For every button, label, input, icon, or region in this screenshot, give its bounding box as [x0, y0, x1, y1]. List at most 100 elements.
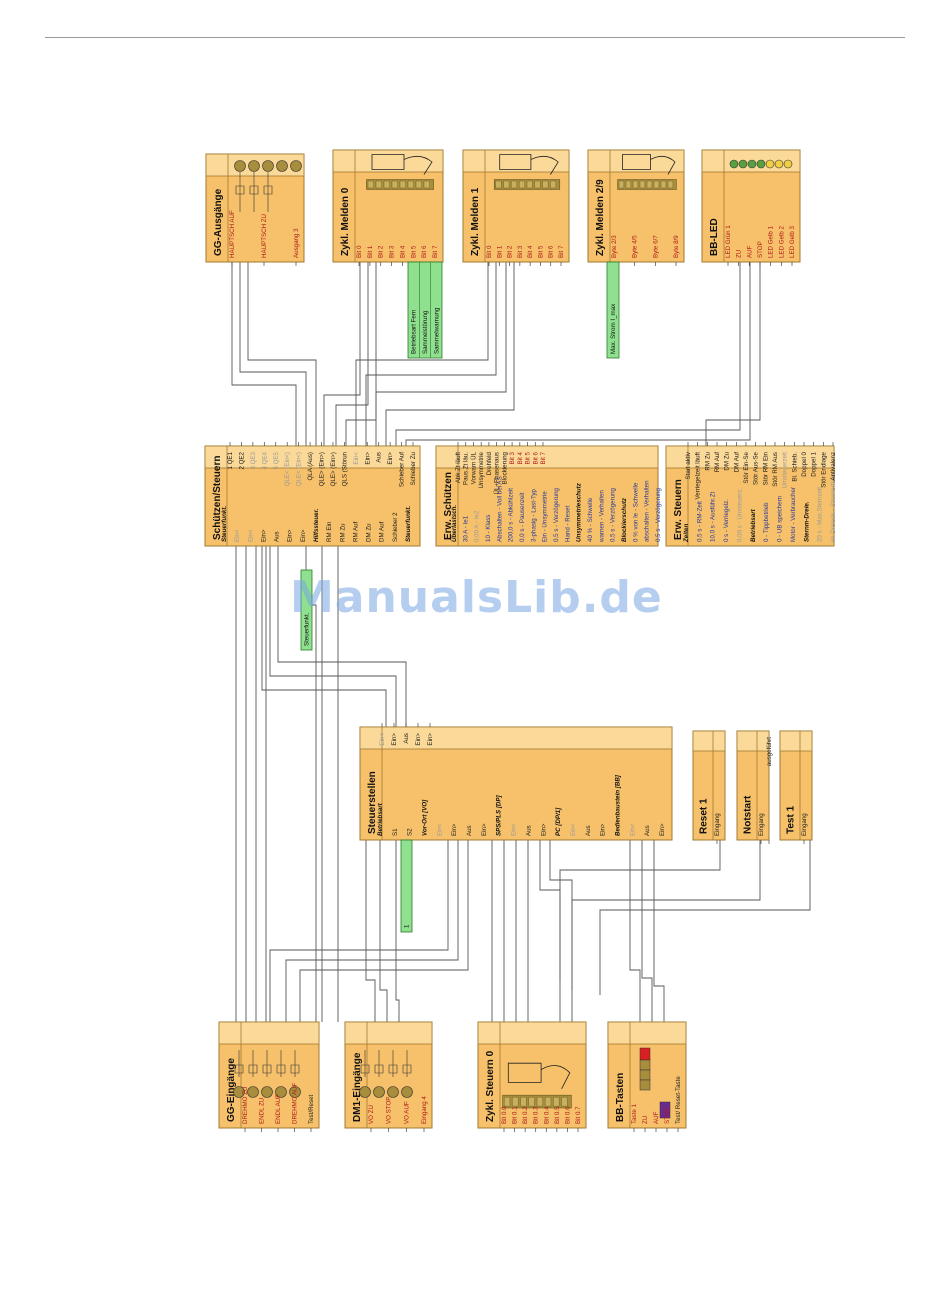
block-parameter: Schieber 2 [392, 512, 399, 542]
connector-label: ÜL+Phasenaus [494, 452, 501, 495]
connector-label: Bit 0.4 [543, 1106, 550, 1124]
block-parameter: 10,0 s - Ausführ.Zt [710, 492, 717, 542]
connector-label: VO AUF [403, 1101, 410, 1124]
connector-label: Bit 3 [517, 245, 524, 258]
connector-label: VO STOP [386, 1097, 393, 1124]
block-title: Erw. Schützen [443, 472, 454, 540]
connector-label: Byte 2/3 [611, 235, 618, 258]
connector-label: Bit 1 [367, 245, 374, 258]
block-parameter: Aus [274, 531, 281, 542]
connector-label: ZU [736, 250, 743, 258]
block-parameter: RM Auf [352, 521, 359, 542]
block-parameter: Ein> [600, 823, 607, 836]
connector-label: AUF [653, 1111, 660, 1124]
connector-label: LED Gelb 2 [778, 225, 785, 258]
cyclic-signal-icon [502, 1062, 572, 1109]
block-parameter: 0,00 A - Ie2 [474, 510, 481, 542]
block-title: BB-Tasten [615, 1073, 626, 1122]
connector-label: Taste 1 [631, 1103, 638, 1124]
wire [375, 262, 507, 452]
connector-label: Bit 2 [378, 245, 385, 258]
block-parameter: RM Zu [339, 523, 346, 542]
wire [231, 262, 297, 452]
connector-label: Aus [403, 733, 410, 744]
cyclic-signal-icon [617, 154, 677, 190]
connector-label: Bit 0.5 [554, 1106, 561, 1124]
annotation-text: Max. Strom I_max [610, 303, 617, 354]
block-parameter: Hilfssteuer. [313, 508, 320, 542]
connector-label: Bit 4 [527, 245, 534, 258]
wire [285, 840, 459, 1022]
block-parameter: Ein> [260, 529, 267, 542]
block-title: Test 1 [786, 805, 797, 834]
connector-label: Bit 5 [525, 451, 532, 464]
wire [323, 262, 361, 452]
connector-label: Stör RM Ein [762, 451, 769, 485]
block-title: Reset 1 [699, 798, 710, 834]
block-title: Zykl. Melden 2/9 [595, 179, 606, 256]
connector-label: Bit 6 [548, 245, 555, 258]
block-parameter: Ein> [540, 823, 547, 836]
block-parameter: Überlastsch. [451, 505, 458, 542]
block-parameter: Ein - Unsymmetrie [542, 491, 549, 542]
wire [641, 840, 653, 1022]
block-parameter: Ein> [481, 823, 488, 836]
wire [365, 262, 497, 452]
block-parameter: Ein< [436, 823, 443, 836]
block-title: GG-Eingänge [226, 1058, 237, 1122]
connector-label: Schieber Auf [399, 452, 406, 487]
connector-label: Bit 0.2 [522, 1106, 529, 1124]
connector-label: Byte 8/9 [673, 235, 680, 258]
wire [395, 262, 741, 452]
wire [239, 262, 307, 452]
block-title: Notstart [743, 795, 754, 834]
block-parameter: Steuerfunkt. [221, 506, 228, 542]
wire [559, 840, 721, 980]
connector-label: Byte 4/5 [632, 235, 639, 258]
connector-label: Ausgang 3 [293, 228, 300, 258]
connector-label: Bit 0 [356, 245, 363, 258]
block-parameter: 0,00 s - Umsteuerz. [736, 488, 743, 542]
block-title: DM1-Eingänge [352, 1052, 363, 1122]
block-title: Schützen/Steuern [212, 456, 223, 540]
block-parameter: Ein> [451, 823, 458, 836]
connector-label: RM Zu [704, 451, 711, 470]
connector-label: Ein> [391, 733, 398, 746]
wire [385, 262, 515, 452]
block-parameter: S1 [392, 828, 399, 836]
connector-label: Eingang 4 [421, 1096, 428, 1124]
wire [599, 840, 811, 995]
block-parameter: Ein> [300, 529, 307, 542]
connector-label: Bl. Schieb. [791, 452, 798, 482]
block-parameter: 40 % - Schwelle [587, 497, 594, 542]
connector-label: Bit 0.1 [512, 1106, 519, 1124]
connector-label: 2 QE2 [238, 451, 245, 469]
connector-label: QLA (Aus) [307, 452, 314, 481]
connector-label: Bit 1 [496, 245, 503, 258]
block-parameter: Ein< [570, 823, 577, 836]
connector-label: Bit 0.0 [501, 1106, 508, 1124]
block-parameter: Steuerfunkt. [405, 506, 412, 542]
connector-label: Stör Endlage [820, 451, 827, 487]
block-title: Zykl. Melden 1 [470, 187, 481, 256]
annotation-note-schuetzen: Steuerfunkt. [300, 569, 313, 651]
wire [345, 262, 377, 452]
connector-label: Bit 7 [432, 245, 439, 258]
connector-label: Stör Ein-Se [743, 451, 750, 483]
connector-label: Eingang [758, 813, 765, 836]
block-parameter: 200,0 s - Abkühlzeit [508, 488, 515, 542]
block-parameter: Ein< [629, 823, 636, 836]
wire [629, 840, 641, 1022]
connector-label: QLE< (Ein<) [284, 452, 291, 486]
block-parameter: Motor - Verbraucher [790, 487, 797, 542]
connector-label: Ein> [415, 733, 422, 746]
connector-label: DREHMO ZU [242, 1087, 249, 1124]
